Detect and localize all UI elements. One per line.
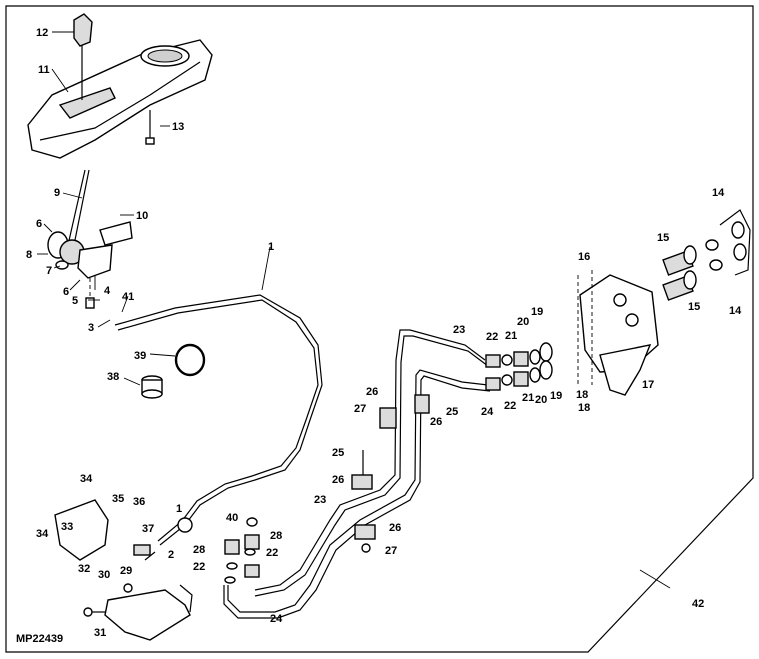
callout-25: 25 xyxy=(446,406,458,418)
callout-7: 7 xyxy=(46,265,52,277)
callout-1: 1 xyxy=(268,241,274,253)
callout-22: 22 xyxy=(266,547,278,559)
callout-31: 31 xyxy=(94,627,106,639)
callout-28: 28 xyxy=(193,544,205,556)
callout-22: 22 xyxy=(193,561,205,573)
callout-15: 15 xyxy=(688,301,700,313)
callout-19: 19 xyxy=(531,306,543,318)
callout-22: 22 xyxy=(504,400,516,412)
line-clamp xyxy=(351,450,373,490)
grommet xyxy=(141,375,163,399)
callout-6: 6 xyxy=(63,286,69,298)
dust-cap xyxy=(705,209,751,276)
shift-cable xyxy=(114,294,323,546)
callout-18: 18 xyxy=(578,402,590,414)
line-clamp xyxy=(379,407,397,429)
callout-32: 32 xyxy=(78,563,90,575)
callout-6: 6 xyxy=(36,218,42,230)
quick-coupler-lower xyxy=(662,270,697,301)
callout-4: 4 xyxy=(104,285,111,297)
callout-21: 21 xyxy=(522,392,534,404)
callout-1: 1 xyxy=(176,503,182,515)
callout-20: 20 xyxy=(517,316,529,328)
callout-27: 27 xyxy=(354,403,366,415)
lower-bracket xyxy=(54,499,193,641)
callout-14: 14 xyxy=(712,187,725,199)
callout-35: 35 xyxy=(112,493,124,505)
console-cover xyxy=(27,39,213,159)
fittings-upper xyxy=(485,342,553,368)
figure-reference-id: MP22439 xyxy=(16,633,63,645)
callout-38: 38 xyxy=(107,371,119,383)
callout-26: 26 xyxy=(332,474,344,486)
callout-3: 3 xyxy=(88,322,94,334)
callout-37: 37 xyxy=(142,523,154,535)
callout-14: 14 xyxy=(729,305,742,317)
callout-8: 8 xyxy=(26,249,32,261)
callout-24: 24 xyxy=(270,613,283,625)
callout-26: 26 xyxy=(430,416,442,428)
callout-9: 9 xyxy=(54,187,60,199)
callout-13: 13 xyxy=(172,121,184,133)
callout-labels: 1 1 2 3 4 5 6 6 7 8 9 10 11 12 13 14 14 … xyxy=(26,27,742,639)
callout-19: 19 xyxy=(550,390,562,402)
callout-42: 42 xyxy=(692,598,704,610)
quick-coupler-upper xyxy=(662,245,697,276)
callout-36: 36 xyxy=(133,496,145,508)
fittings-lower xyxy=(485,360,553,391)
callout-23: 23 xyxy=(453,324,465,336)
cable-clamp xyxy=(133,517,193,561)
callout-40: 40 xyxy=(226,512,238,524)
line-clamp xyxy=(414,394,430,414)
callout-20: 20 xyxy=(535,394,547,406)
callout-33: 33 xyxy=(61,521,73,533)
callout-15: 15 xyxy=(657,232,669,244)
callout-22: 22 xyxy=(486,331,498,343)
callout-30: 30 xyxy=(98,569,110,581)
callout-21: 21 xyxy=(505,330,517,342)
callout-16: 16 xyxy=(578,251,590,263)
callout-5: 5 xyxy=(72,295,78,307)
callout-34: 34 xyxy=(36,528,49,540)
callout-28: 28 xyxy=(270,530,282,542)
diagram-frame xyxy=(5,5,754,653)
leader-lines xyxy=(37,31,671,589)
callout-39: 39 xyxy=(134,350,146,362)
callout-11: 11 xyxy=(38,64,50,76)
callout-24: 24 xyxy=(481,406,494,418)
callout-26: 26 xyxy=(366,386,378,398)
callout-12: 12 xyxy=(36,27,48,39)
shift-lever-assembly xyxy=(47,169,133,309)
coupler-bracket xyxy=(577,270,659,396)
callout-18: 18 xyxy=(576,389,588,401)
callout-34: 34 xyxy=(80,473,93,485)
callout-17: 17 xyxy=(642,379,654,391)
callout-29: 29 xyxy=(120,565,132,577)
callout-2: 2 xyxy=(168,549,174,561)
callout-26: 26 xyxy=(389,522,401,534)
callout-41: 41 xyxy=(122,291,134,303)
callout-10: 10 xyxy=(136,210,148,222)
callout-25: 25 xyxy=(332,447,344,459)
line-clamp xyxy=(354,524,376,553)
shift-knob xyxy=(73,13,93,100)
callout-23: 23 xyxy=(314,494,326,506)
retainer-ring xyxy=(174,343,206,377)
fittings-left xyxy=(224,517,260,584)
hydraulic-lines xyxy=(223,329,491,619)
callout-27: 27 xyxy=(385,545,397,557)
screw xyxy=(145,110,155,145)
